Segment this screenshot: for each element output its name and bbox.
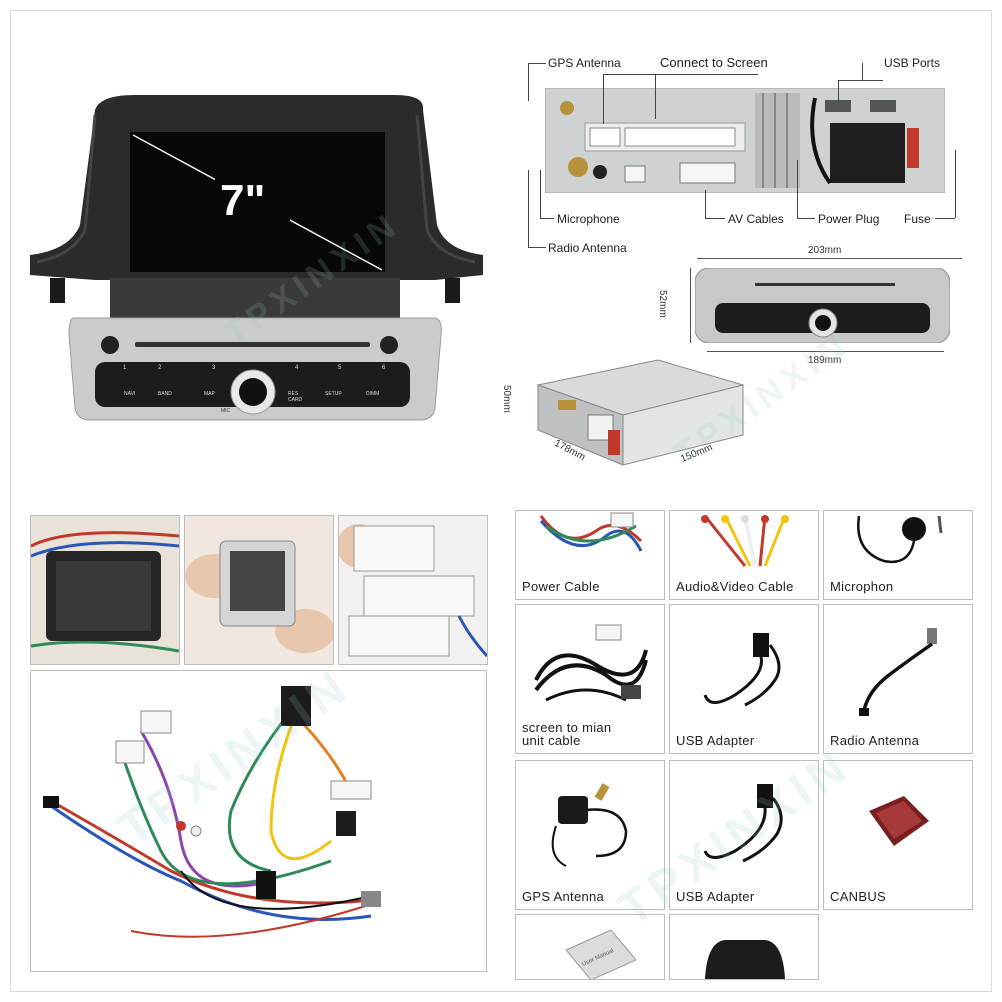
leader-line: [797, 218, 815, 219]
leader-line: [838, 80, 883, 81]
mic-label: MIC: [221, 408, 231, 414]
leader-line: [540, 170, 541, 218]
leader-line: [705, 218, 725, 219]
accessory-label: Power Cable: [522, 579, 600, 594]
microphone-label: Microphone: [557, 212, 620, 226]
wiring-harness-photo: [30, 670, 487, 972]
usb-adapter-icon: [703, 633, 781, 707]
quadlock-connector-graphic: [31, 516, 179, 664]
radio-antenna-label: Radio Antenna: [548, 241, 627, 255]
leader-line: [935, 218, 955, 219]
accessory-card: [669, 914, 819, 980]
accessory-card: screen to mian unit cable: [515, 604, 665, 754]
leader-line: [862, 63, 863, 81]
stereo-unit-photo: 7" 1 2 3 4 5 6 NAVI BAND MAP RES CARD SE…: [25, 90, 490, 425]
accessory-label: USB Adapter: [676, 733, 755, 748]
connector-photo-3: [338, 515, 488, 665]
leader-line: [603, 74, 604, 124]
screen-cable-icon: [534, 624, 648, 702]
dimension-line: [707, 351, 944, 352]
accessory-card: USB Adapter: [669, 760, 819, 910]
leader-line: [528, 247, 546, 248]
accessory-card: User Manual: [515, 914, 665, 980]
accessory-label: USB Adapter: [676, 889, 755, 904]
wiring-harness-graphic: [43, 686, 382, 938]
dimm-button[interactable]: DIMM: [366, 391, 380, 397]
canbus-icon: [869, 796, 929, 846]
accessory-card: Audio&Video Cable: [669, 510, 819, 600]
chassis-photo: [528, 355, 758, 475]
accessory-card: GPS Antenna: [515, 760, 665, 910]
user-manual-icon: [565, 930, 636, 979]
chassis-graphic: [536, 359, 745, 466]
radio-antenna-icon: [859, 628, 937, 716]
body-height-dimension: 50mm: [501, 385, 512, 413]
navi-button[interactable]: NAVI: [124, 391, 136, 397]
av-cables-label: AV Cables: [728, 212, 784, 226]
accessory-label: GPS Antenna: [522, 889, 605, 904]
av-cable-icon: [701, 515, 789, 567]
connector-photo-2: [184, 515, 334, 665]
leader-line: [528, 63, 529, 101]
preset-2-button[interactable]: 2: [158, 365, 162, 371]
map-button[interactable]: MAP: [204, 391, 215, 397]
accessory-card: Microphon: [823, 510, 973, 600]
usb-ports-label: USB Ports: [884, 56, 941, 70]
leader-line: [540, 218, 554, 219]
usb-adapter-icon: [703, 784, 783, 863]
microphone-icon: [857, 515, 943, 564]
connect-to-screen-label: Connect to Screen: [660, 55, 768, 70]
button-row-2: NAVI BAND MAP RES CARD SETUP DIMM: [120, 391, 410, 405]
small-connector-graphic: [185, 516, 333, 664]
fuse-label: Fuse: [904, 212, 931, 226]
accessory-label: Radio Antenna: [830, 733, 920, 748]
dimension-line: [697, 258, 962, 259]
faceplate-graphic: [694, 267, 951, 344]
preset-3-button[interactable]: 3: [212, 365, 216, 371]
res-card-button[interactable]: RES CARD: [288, 391, 303, 403]
leader-line: [955, 150, 956, 218]
gps-antenna-label: GPS Antenna: [548, 56, 621, 70]
leader-line: [705, 190, 706, 218]
preset-5-button[interactable]: 5: [338, 365, 342, 371]
accessory-card: Power Cable: [515, 510, 665, 600]
leader-line: [528, 170, 529, 247]
leader-line: [838, 80, 839, 102]
setup-button[interactable]: SETUP: [325, 391, 342, 397]
stereo-unit-graphic: [30, 95, 483, 421]
accessory-label: CANBUS: [830, 889, 886, 904]
power-cable-icon: [539, 512, 643, 552]
front-height-dimension: 52mm: [657, 290, 668, 318]
power-plug-label: Power Plug: [818, 212, 880, 226]
accessory-label: Audio&Video Cable: [676, 579, 794, 594]
page-frame: [10, 10, 992, 992]
rear-panel-photo: [544, 87, 946, 194]
frame-icon: [705, 940, 785, 979]
dimension-line: [690, 268, 691, 343]
preset-1-button[interactable]: 1: [123, 365, 127, 371]
band-button[interactable]: BAND: [158, 391, 172, 397]
connector-photo-1: [30, 515, 180, 665]
accessory-label: Microphon: [830, 579, 894, 594]
leader-line: [655, 74, 656, 119]
faceplate-photo: [694, 267, 951, 344]
gps-antenna-icon: [551, 783, 628, 867]
leader-line: [603, 74, 758, 75]
front-inner-width-dimension: 189mm: [808, 355, 842, 366]
white-connectors-graphic: [339, 516, 487, 664]
preset-6-button[interactable]: 6: [382, 365, 386, 371]
accessory-card: CANBUS: [823, 760, 973, 910]
screen-size-label: 7": [220, 176, 266, 225]
accessory-card: Radio Antenna: [823, 604, 973, 754]
front-width-dimension: 203mm: [808, 245, 842, 256]
accessory-label: screen to mian unit cable: [522, 720, 612, 748]
button-row-1: 1 2 3 4 5 6: [120, 365, 410, 379]
leader-line: [528, 63, 546, 64]
preset-4-button[interactable]: 4: [295, 365, 299, 371]
rear-panel-graphic: [544, 87, 946, 194]
leader-line: [797, 160, 798, 218]
accessory-card: USB Adapter: [669, 604, 819, 754]
